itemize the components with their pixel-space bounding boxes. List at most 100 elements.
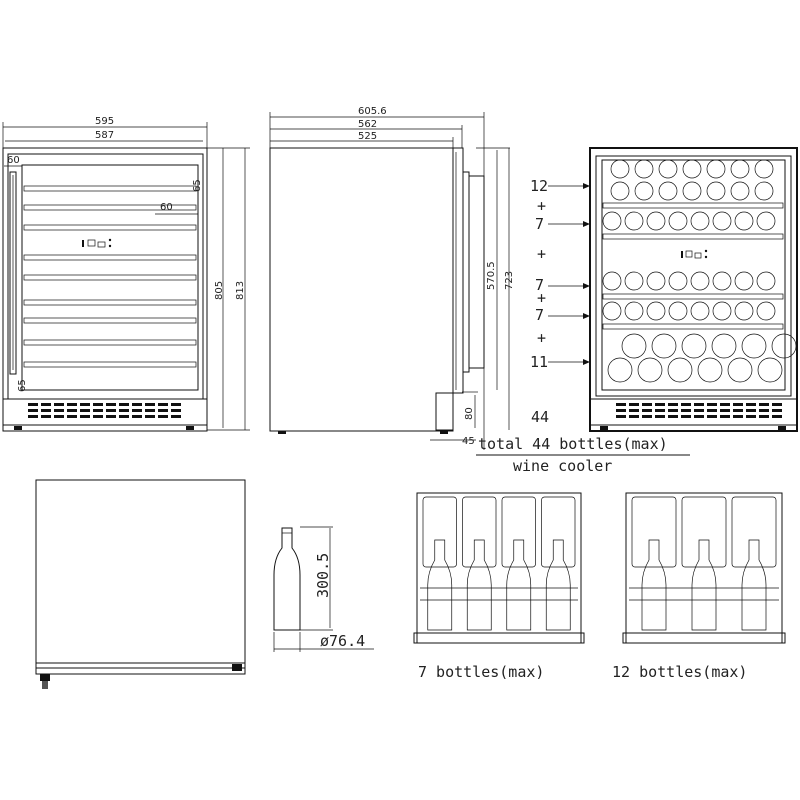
grill-slot: [67, 403, 77, 406]
bottle-upright: [681, 496, 727, 568]
grill-slot: [158, 403, 168, 406]
bottle-end: [741, 333, 767, 359]
grill-slot: [681, 409, 691, 412]
shelf-count-1: 12: [530, 177, 548, 195]
bottle-end: [668, 301, 688, 321]
grill-slot: [720, 403, 730, 406]
arrow-head: [583, 359, 590, 365]
shelf: [602, 293, 784, 300]
shelf: [602, 323, 784, 330]
grill-slot: [681, 415, 691, 418]
grill-slot: [772, 415, 782, 418]
grill-slot: [132, 415, 142, 418]
grill-slot: [145, 403, 155, 406]
rack-7-caption: 7 bottles(max): [418, 663, 544, 681]
bottle-end: [602, 211, 622, 231]
bottle-end: [602, 271, 622, 291]
grill-slot: [80, 403, 90, 406]
grill-slot: [681, 403, 691, 406]
grill-slot: [171, 403, 181, 406]
grill-slot: [41, 409, 51, 412]
front-shelves: [23, 185, 197, 368]
bottle-end: [682, 181, 702, 201]
rack-12-caption: 12 bottles(max): [612, 663, 747, 681]
bottle-end: [754, 181, 774, 201]
grill-slot: [707, 409, 717, 412]
plus-3: +: [537, 289, 546, 307]
grill-slot: [28, 409, 38, 412]
grill-slot: [733, 415, 743, 418]
dim-side-plinth-height: 80: [464, 407, 475, 420]
dim-side-depth-body: 525: [358, 131, 377, 142]
bottle-end: [610, 181, 630, 201]
grill-slot: [93, 403, 103, 406]
grill-slot: [132, 403, 142, 406]
grill-slot: [759, 415, 769, 418]
grill-slot: [106, 415, 116, 418]
grill-slot: [720, 415, 730, 418]
bottle-end: [690, 301, 710, 321]
bottle-end: [690, 271, 710, 291]
shelf-count-4: 7: [535, 306, 544, 324]
bottle-end: [771, 333, 797, 359]
shelf-control-panel-icon: [681, 249, 708, 259]
shelf-count-3: 7: [535, 276, 544, 294]
rack-base: [622, 632, 786, 644]
grill-slot: [145, 415, 155, 418]
bottle-end: [624, 271, 644, 291]
grill-slot: [629, 415, 639, 418]
bottle-end: [734, 301, 754, 321]
rack-base: [413, 632, 585, 644]
dim-front-width-inner: 587: [95, 130, 114, 141]
shelf-arrows: [548, 183, 590, 365]
bottle-upright: [731, 496, 777, 568]
dim-front-height-inner: 805: [214, 281, 225, 300]
grill-slot: [642, 409, 652, 412]
grill-slot: [655, 409, 665, 412]
dim-side-depth-total: 605.6: [358, 106, 387, 117]
shelf-count-5: 11: [530, 353, 548, 371]
bottle-inverted: [545, 539, 571, 631]
bottle-end: [682, 159, 702, 179]
bottle-upright: [501, 496, 536, 568]
bottle-end: [668, 211, 688, 231]
bottle-end: [651, 333, 677, 359]
bottle-end: [667, 357, 693, 383]
grill-slot: [655, 403, 665, 406]
grill-slot: [54, 415, 64, 418]
shelf: [602, 202, 784, 209]
grill-slot: [80, 409, 90, 412]
grill-slot: [616, 403, 626, 406]
grill-slot: [642, 403, 652, 406]
bottle-end: [756, 211, 776, 231]
dim-front-width-outer: 595: [95, 116, 114, 127]
grill-slot: [629, 409, 639, 412]
rack-7-bottles: [413, 492, 585, 644]
bottle-end: [754, 159, 774, 179]
bottle-end: [706, 181, 726, 201]
shelf-bottle-rows: [602, 159, 797, 383]
bottle-end: [697, 357, 723, 383]
dim-front-inner-offset: 60: [160, 202, 173, 213]
grill-slot: [720, 409, 730, 412]
grill-slot: [642, 415, 652, 418]
grill-slot: [80, 415, 90, 418]
grill-slot: [772, 403, 782, 406]
grill-slot: [106, 403, 116, 406]
grill-slot: [759, 403, 769, 406]
dim-side-door-height: 570.5: [486, 261, 497, 290]
bottle-diameter: ø76.4: [320, 632, 365, 650]
grill-slot: [158, 409, 168, 412]
arrow-head: [583, 313, 590, 319]
grill-slot: [772, 409, 782, 412]
bottle-end: [730, 159, 750, 179]
arrow-head: [583, 183, 590, 189]
bottle-end: [621, 333, 647, 359]
grill-slot: [93, 409, 103, 412]
bottle-inverted: [466, 539, 492, 631]
bottle-end: [712, 271, 732, 291]
bottle-end: [711, 333, 737, 359]
bottle-end: [646, 271, 666, 291]
arrow-head: [583, 283, 590, 289]
